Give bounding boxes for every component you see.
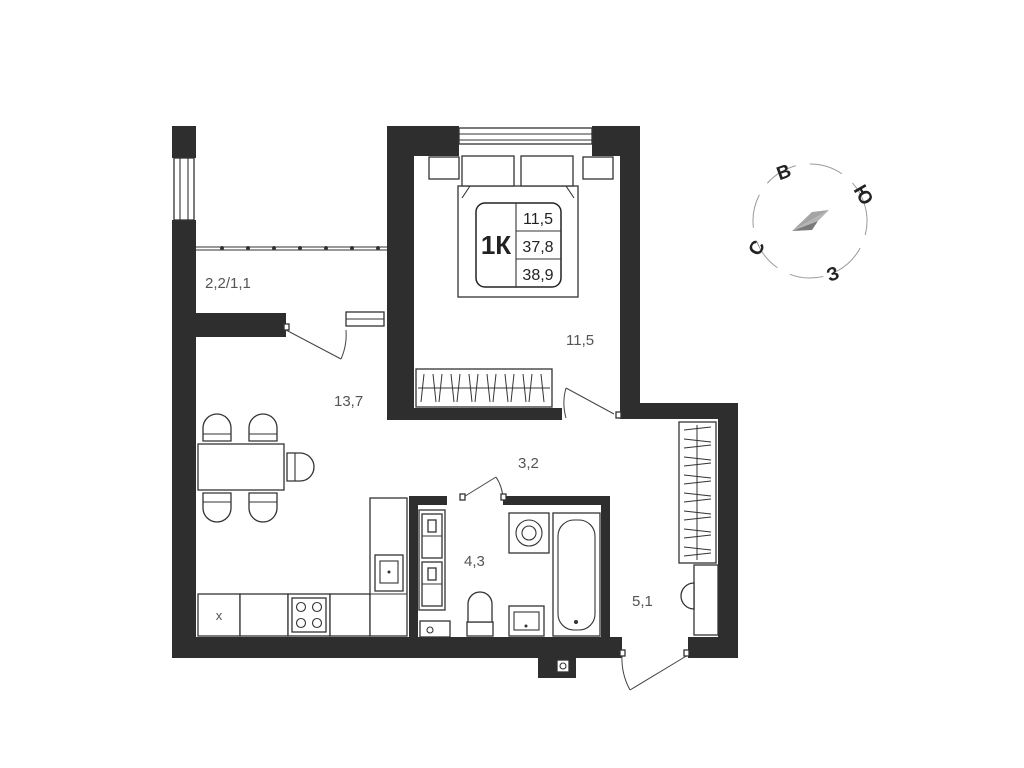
compass: С В Ю З — [745, 161, 877, 287]
hanger-stroke — [540, 373, 545, 403]
hanger-stroke — [504, 373, 509, 403]
windows — [173, 127, 593, 221]
entrance-area: 5,1 — [632, 593, 653, 610]
hanger-stroke — [683, 498, 712, 503]
compass-south: Ю — [849, 182, 877, 209]
compass-east: В — [774, 161, 794, 185]
water-heater-icon — [419, 620, 451, 638]
unit-type-label: 1К — [481, 230, 511, 260]
washing-machine-icon — [508, 512, 550, 554]
hanger-stroke — [683, 474, 712, 479]
bathroom-shelves — [418, 509, 446, 611]
hanger-stroke — [683, 426, 712, 431]
kitchen-living-area: 13,7 — [334, 393, 363, 410]
hanger-stroke — [683, 552, 712, 557]
hanger-stroke — [683, 462, 712, 467]
hanger-stroke — [456, 373, 461, 403]
stove-icon — [291, 597, 327, 633]
total-with-balcony-value: 38,9 — [522, 267, 553, 284]
hanger-stroke — [683, 438, 712, 443]
entrance-wardrobe-hangers — [683, 425, 712, 560]
bathroom-area: 4,3 — [464, 553, 485, 570]
doors — [283, 323, 690, 691]
hanger-stroke — [522, 373, 527, 403]
hanger-stroke — [486, 373, 491, 403]
bathroom-sink-icon — [508, 605, 545, 637]
hanger-stroke — [450, 373, 455, 403]
total-area-value: 37,8 — [522, 239, 553, 256]
kitchen-cell-mark: x — [216, 608, 223, 623]
hanger-stroke — [474, 373, 479, 403]
kitchen-sink-icon — [374, 554, 404, 592]
hanger-stroke — [468, 373, 473, 403]
hanger-stroke — [683, 444, 712, 449]
hanger-stroke — [683, 456, 712, 461]
hanger-stroke — [492, 373, 497, 403]
hanger-stroke — [683, 534, 712, 539]
compass-west: З — [824, 263, 842, 287]
bedroom-wardrobe-hangers — [418, 373, 550, 403]
bathtub-icon — [552, 512, 601, 637]
hanger-stroke — [683, 516, 712, 521]
room-labels: 2,2/1,1 13,7 11,5 3,2 4,3 5,1 — [205, 275, 653, 610]
hanger-stroke — [432, 373, 437, 403]
toilet-icon — [466, 591, 494, 637]
dining-set — [197, 413, 315, 523]
balcony-area: 2,2/1,1 — [205, 275, 251, 292]
compass-north: С — [745, 237, 770, 260]
hanger-stroke — [683, 480, 712, 485]
hanger-stroke — [683, 528, 712, 533]
entrance-bench — [680, 564, 719, 636]
hanger-stroke — [438, 373, 443, 403]
bedroom-area: 11,5 — [566, 332, 594, 349]
hallway-area: 3,2 — [518, 455, 539, 472]
balcony-railing — [196, 246, 387, 327]
hanger-stroke — [683, 510, 712, 515]
hanger-stroke — [510, 373, 515, 403]
walls — [172, 126, 738, 678]
hanger-stroke — [683, 492, 712, 497]
apartment-badge: 1К 11,5 37,8 38,9 — [475, 202, 562, 288]
living-area-value: 11,5 — [523, 211, 553, 228]
hanger-stroke — [528, 373, 533, 403]
hanger-stroke — [683, 546, 712, 551]
hanger-stroke — [420, 373, 425, 403]
